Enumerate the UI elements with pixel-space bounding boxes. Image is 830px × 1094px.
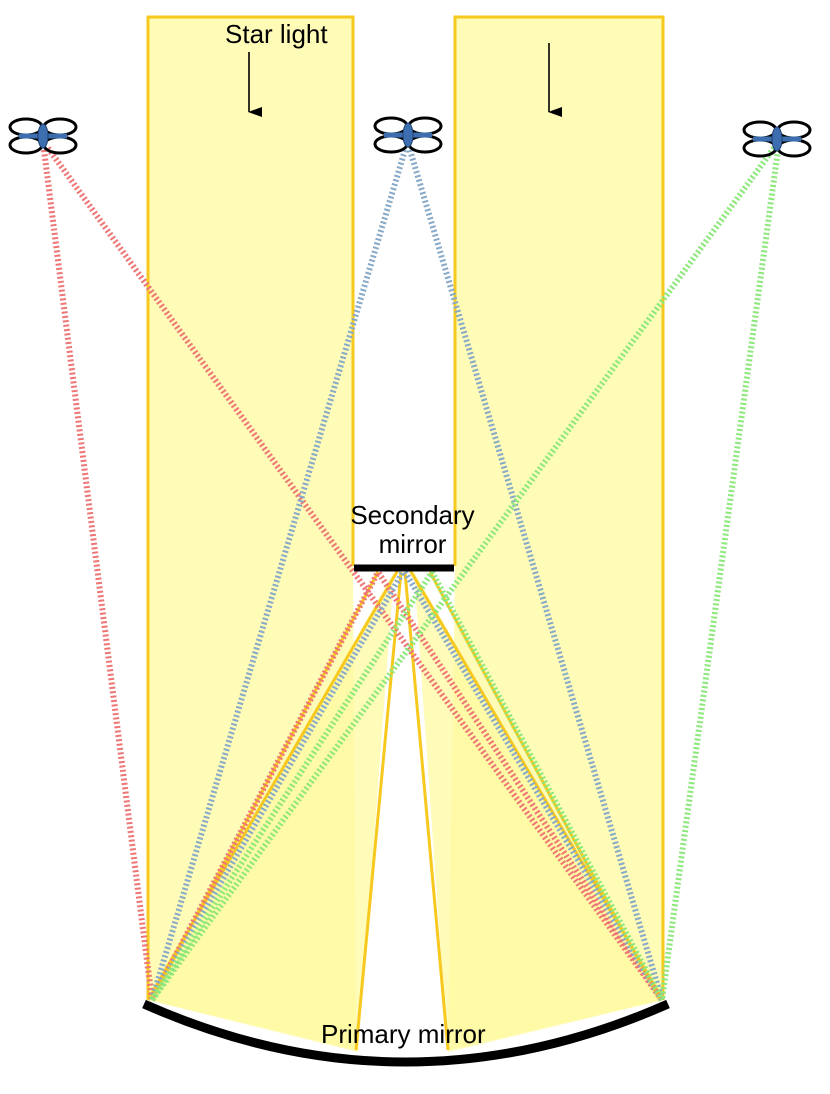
- quadcopter-drone-icon: [373, 116, 443, 154]
- left-beam-edge: [146, 15, 355, 1000]
- left-drone-rays: [41, 146, 665, 1002]
- right-beam-edge: [453, 15, 665, 1000]
- quadcopter-drone-icon: [742, 120, 812, 158]
- primary-mirror-label: Primary mirror: [321, 1019, 486, 1049]
- secondary-mirror-label: Secondary mirror: [350, 500, 475, 559]
- star-light-label: Star light: [225, 19, 328, 49]
- focus-ray: [354, 571, 403, 1051]
- quadcopter-drone-icon: [8, 117, 78, 155]
- drone-rays: [41, 146, 781, 1002]
- right-drone-rays: [149, 146, 781, 1002]
- primary-mirror: [142, 999, 670, 1067]
- center-drone-rays: [149, 149, 665, 1002]
- incoming-beams: [146, 15, 665, 1052]
